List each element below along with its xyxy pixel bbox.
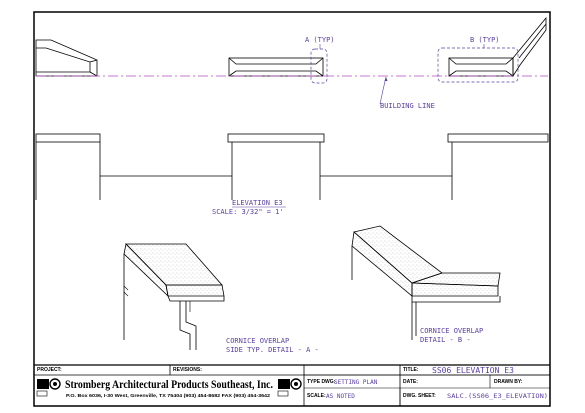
- detail-b: [351, 225, 501, 340]
- plan-view: [35, 16, 547, 78]
- dwg-sheet-label: DWG. SHEET:: [403, 393, 436, 399]
- sheet-border: [33, 11, 551, 407]
- title-label: TITLE:: [403, 367, 419, 373]
- type-dwg-value: SETTING PLAN: [334, 379, 378, 386]
- type-dwg-label: TYPE DWG:: [307, 379, 336, 385]
- detail-a-title-line1: CORNICE OVERLAP: [226, 337, 289, 345]
- elevation-scale: SCALE: 3/32" = 1': [212, 208, 284, 216]
- cornice-plan-left: [35, 39, 98, 77]
- callout-a-box: [310, 48, 328, 84]
- detail-b-title-line1: CORNICE OVERLAP: [420, 327, 483, 335]
- label-a-typ: A (TYP): [305, 36, 335, 44]
- cornice-plan-middle: [228, 57, 324, 77]
- building-line-leader: [379, 76, 387, 105]
- dwg-sheet-value: SALC.(SS06_E3_ELEVATION): [447, 393, 548, 400]
- company-address: P.O. Box 6036, I-30 West, Greenville, TX…: [66, 393, 271, 398]
- elevation-view: [35, 133, 549, 200]
- label-building-line: BUILDING LINE: [380, 102, 435, 110]
- title-block: [34, 364, 550, 406]
- scale-label: SCALE:: [307, 393, 326, 399]
- elevation-pier-right: [447, 133, 549, 143]
- scale-value: AS NOTED: [326, 393, 355, 400]
- label-b-typ: B (TYP): [470, 36, 500, 44]
- callout-b-box: [437, 47, 519, 83]
- detail-a: [123, 243, 225, 350]
- company-name: Stromberg Architectural Products Southea…: [65, 379, 273, 391]
- revisions-label: REVISIONS:: [173, 367, 202, 373]
- company-logo-right: [277, 378, 302, 397]
- title-value: SS06 ELEVATION E3: [432, 366, 514, 375]
- company-logo-left: [36, 378, 61, 397]
- detail-a-title-line2: SIDE TYP. DETAIL - A -: [226, 346, 319, 354]
- project-label: PROJECT:: [37, 367, 62, 373]
- drawn-by-label: DRAWN BY:: [494, 379, 523, 385]
- date-label: DATE:: [403, 379, 418, 385]
- elevation-title: ELEVATION E3: [232, 199, 283, 207]
- elevation-pier-middle: [227, 133, 325, 143]
- cornice-plan-right: [448, 57, 514, 77]
- detail-b-title-line2: DETAIL - B -: [420, 336, 471, 344]
- cornice-plan-right-angle: [512, 16, 547, 78]
